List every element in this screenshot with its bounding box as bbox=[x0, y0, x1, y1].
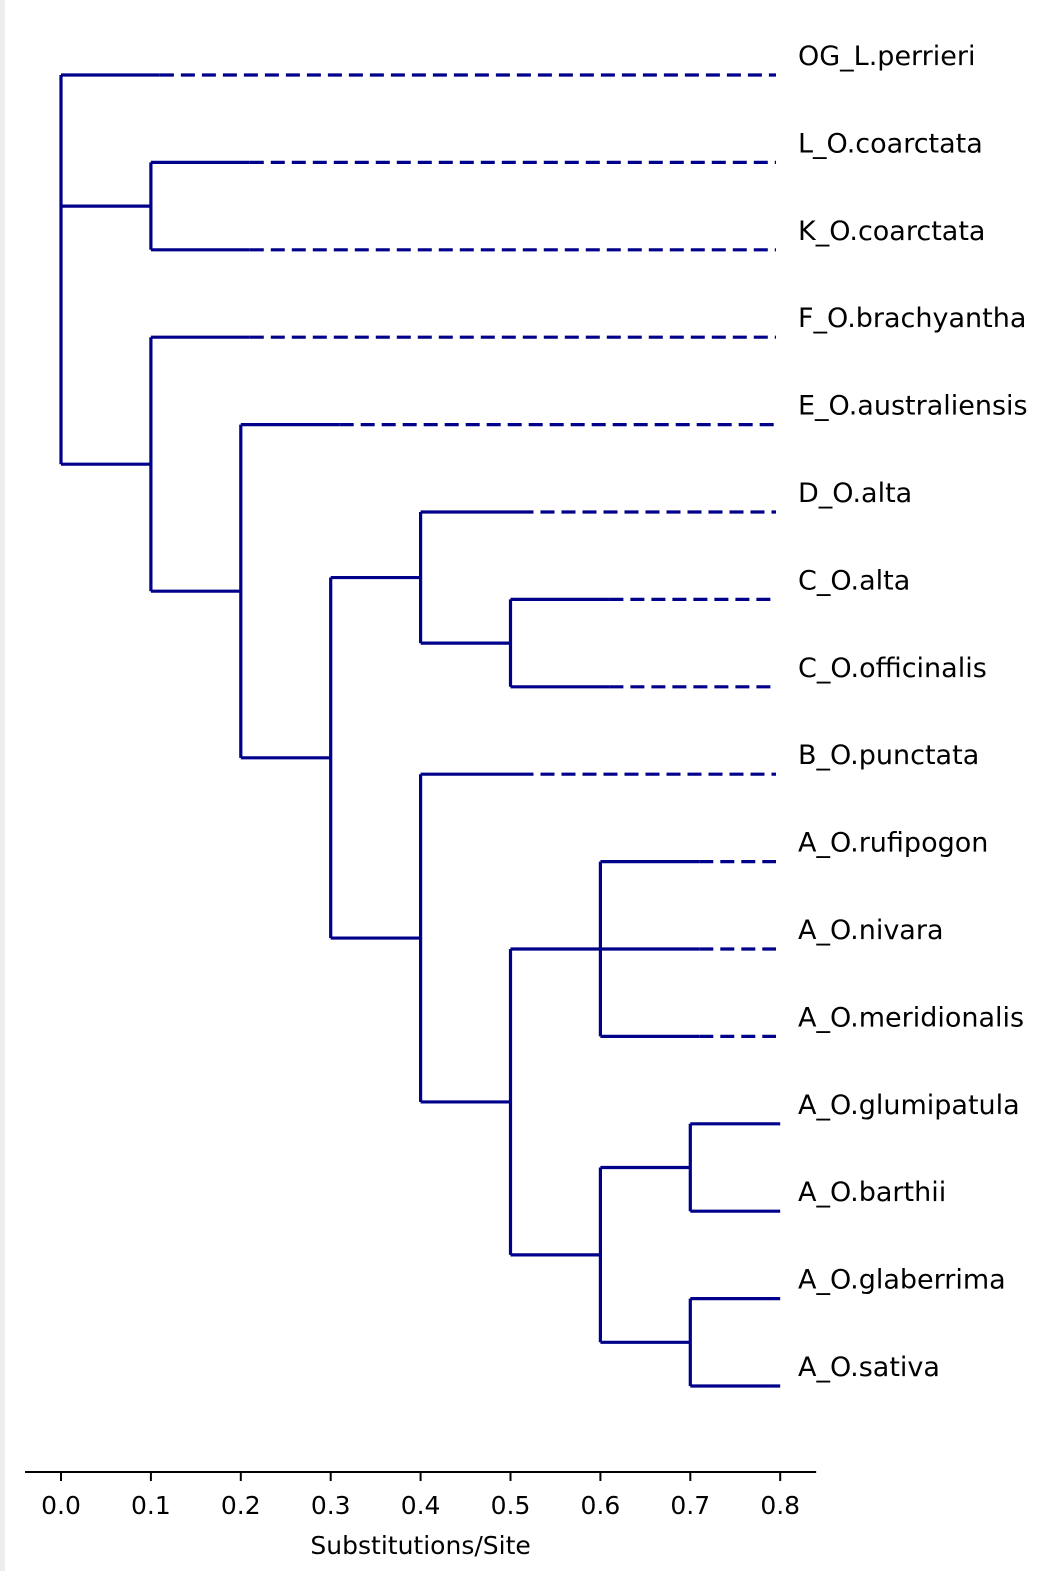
leaf-label: E_O.australiensis bbox=[798, 391, 1028, 422]
leaf-label: A_O.meridionalis bbox=[798, 1002, 1024, 1033]
x-tick-label: 0.5 bbox=[491, 1491, 531, 1520]
x-tick-label: 0.1 bbox=[131, 1491, 171, 1520]
leaf-label: F_O.brachyantha bbox=[798, 303, 1026, 334]
leaf-label: A_O.sativa bbox=[798, 1352, 940, 1383]
leaf-label: L_O.coarctata bbox=[798, 128, 983, 159]
leaf-label: B_O.punctata bbox=[798, 740, 979, 771]
leaf-label: A_O.rufipogon bbox=[798, 828, 988, 859]
leaf-label: A_O.glaberrima bbox=[798, 1265, 1006, 1296]
leaf-label: A_O.nivara bbox=[798, 915, 944, 946]
x-axis: 0.0 0.1 0.2 0.3 0.4 0.5 0.6 0.7 0.8 Substitution… bbox=[25, 1471, 817, 1560]
leaf-label: A_O.barthii bbox=[798, 1177, 946, 1208]
x-tick-label: 0.4 bbox=[401, 1491, 441, 1520]
leaf-labels: OG_L.perrieriL_O.coarctataK_O.coarctataF… bbox=[798, 41, 1028, 1383]
leaf-label: K_O.coarctata bbox=[798, 216, 985, 247]
tree-branches bbox=[59, 73, 781, 1388]
leaf-label: C_O.officinalis bbox=[798, 653, 987, 684]
leaf-label: D_O.alta bbox=[798, 478, 912, 509]
x-axis-ticks: 0.0 0.1 0.2 0.3 0.4 0.5 0.6 0.7 0.8 bbox=[41, 1472, 800, 1520]
x-axis-title: Substitutions/Site bbox=[310, 1531, 530, 1560]
x-tick-label: 0.7 bbox=[670, 1491, 710, 1520]
leaf-label: C_O.alta bbox=[798, 565, 910, 596]
leaf-label: A_O.glumipatula bbox=[798, 1090, 1020, 1121]
left-edge-strip bbox=[0, 0, 5, 1571]
x-tick-label: 0.8 bbox=[760, 1491, 800, 1520]
x-tick-label: 0.6 bbox=[581, 1491, 621, 1520]
x-tick-label: 0.3 bbox=[311, 1491, 351, 1520]
x-tick-label: 0.2 bbox=[221, 1491, 261, 1520]
x-tick-label: 0.0 bbox=[41, 1491, 81, 1520]
leaf-label: OG_L.perrieri bbox=[798, 41, 976, 72]
